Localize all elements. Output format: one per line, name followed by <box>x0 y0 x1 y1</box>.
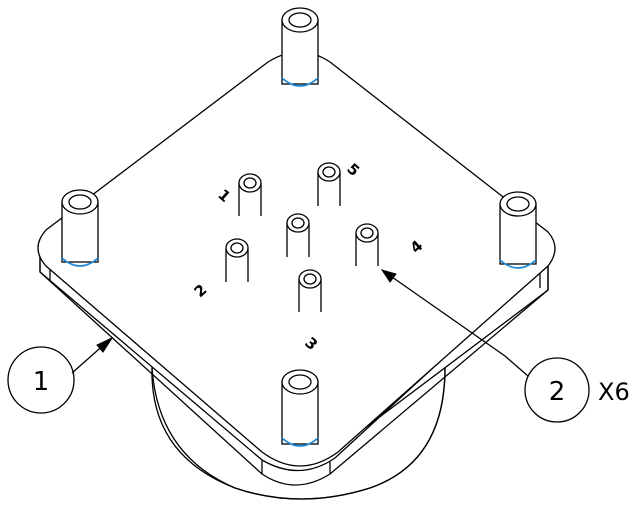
balloon-2-quantity: X6 <box>598 378 630 406</box>
corner-pin-right <box>499 191 537 269</box>
small-pin-3 <box>298 269 322 312</box>
balloon-1-number: 1 <box>33 367 50 397</box>
balloon-2: 2 <box>524 357 590 423</box>
leader-line-2 <box>380 269 529 377</box>
corner-pin-bottom <box>281 369 319 447</box>
small-pin-5 <box>317 162 341 206</box>
balloon-2-number: 2 <box>549 377 566 407</box>
small-pin-1 <box>238 173 262 216</box>
small-pin-center <box>286 213 310 257</box>
leader-line-1 <box>71 336 114 374</box>
corner-pin-top <box>281 7 319 87</box>
corner-pin-left <box>61 189 99 267</box>
small-pin-2 <box>225 238 249 282</box>
small-pin-4 <box>355 223 379 266</box>
balloon-1: 1 <box>7 346 75 414</box>
